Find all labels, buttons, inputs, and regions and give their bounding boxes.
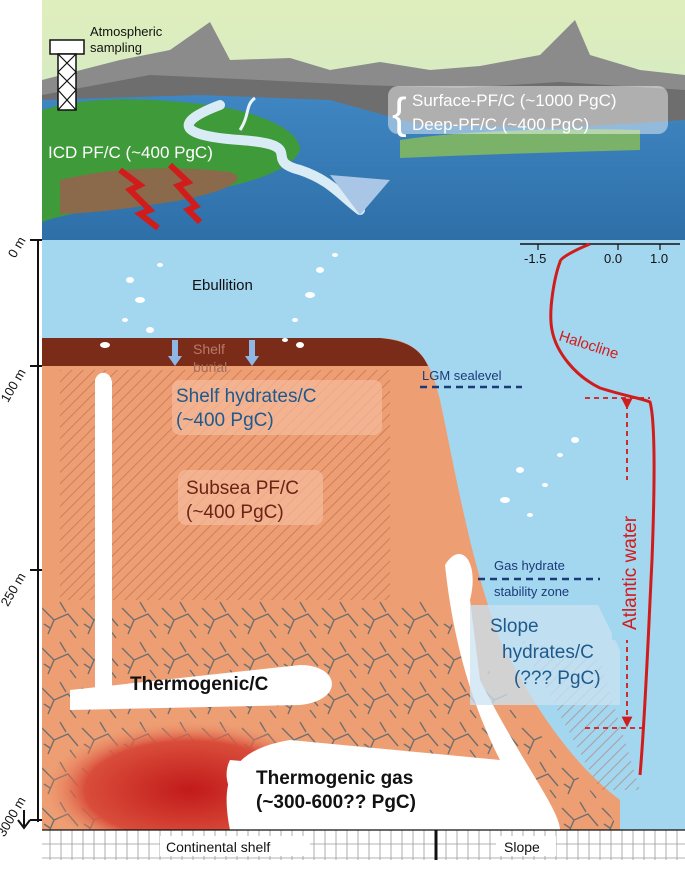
salinity-profile: -1.5 0.0 1.0 Halocline Atlantic water bbox=[520, 242, 680, 776]
salinity-tick-minus-1-5: -1.5 bbox=[524, 251, 546, 266]
top-landscape: Atmospheric sampling { Surface-PF/C (~10… bbox=[42, 0, 685, 240]
bottom-scale: Continental shelf Slope bbox=[42, 829, 685, 867]
bubbles-ebullition bbox=[100, 253, 579, 517]
thermogenic-gas-channel bbox=[226, 760, 521, 830]
lgm-sealevel-label: LGM sealevel bbox=[422, 368, 502, 383]
ebullition-label: Ebullition bbox=[192, 277, 253, 294]
subsea-pf-label-backdrop bbox=[178, 470, 323, 525]
thermogenic-c-channel bbox=[70, 665, 332, 710]
brace-glyph: { bbox=[392, 89, 407, 138]
pf-label-backdrop bbox=[388, 86, 668, 134]
river bbox=[183, 100, 365, 215]
river-mouth-arrow bbox=[330, 175, 390, 215]
gas-hydrate-zone-label: Gas hydrate stability zone bbox=[494, 558, 569, 599]
gas-channel-vertical bbox=[95, 372, 112, 690]
depth-axis: 0 m 100 m 250 m 3000 m bbox=[0, 0, 42, 867]
atlantic-water-label: Atlantic water bbox=[620, 515, 641, 630]
salinity-tick-0-0: 0.0 bbox=[604, 251, 622, 266]
bubbles-river bbox=[238, 96, 256, 131]
shelf-hydrate-label-backdrop bbox=[172, 380, 382, 435]
thermogenic-gas-label: Thermogenic gas (~300-600?? PgC) bbox=[256, 768, 419, 813]
depth-down-arrow bbox=[17, 810, 31, 830]
far-shore bbox=[400, 129, 640, 158]
slope-gas-channel bbox=[226, 553, 560, 830]
slope-hydrates-label: Slope hydrates/C (??? PgC) bbox=[490, 616, 601, 689]
subsea-pf-label: Subsea PF/C (~400 PgC) bbox=[186, 478, 304, 523]
slope-hydrate-label-backdrop bbox=[470, 605, 620, 705]
red-flux-arrow-1 bbox=[118, 167, 160, 231]
atmospheric-sampling-label: Atmospheric sampling bbox=[90, 24, 166, 55]
thermogenic-c-label: Thermogenic/C bbox=[130, 674, 269, 695]
salinity-tick-1-0: 1.0 bbox=[650, 251, 668, 266]
icd-pf-label: ICD PF/C (~400 PgC) bbox=[48, 143, 213, 162]
land-soil bbox=[60, 168, 238, 214]
halocline-curve bbox=[549, 242, 656, 776]
continental-shelf-label: Continental shelf bbox=[166, 839, 270, 855]
shelf-top-layer bbox=[42, 338, 428, 366]
surface-pf-label: Surface-PF/C (~1000 PgC) bbox=[412, 91, 617, 110]
shelf-hydrates-label: Shelf hydrates/C (~400 PgC) bbox=[176, 386, 322, 431]
deep-pf-label: Deep-PF/C (~400 PgC) bbox=[412, 115, 589, 134]
shelf-burial-label: Shelf burial bbox=[193, 341, 229, 375]
red-flux-arrow-2 bbox=[167, 162, 203, 225]
slope-label: Slope bbox=[504, 839, 540, 855]
sampling-tower-icon bbox=[49, 39, 85, 111]
